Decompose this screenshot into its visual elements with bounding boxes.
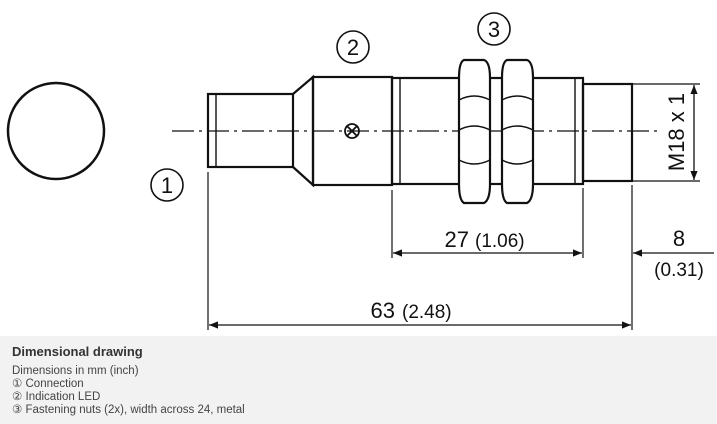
- extension-lines: [207, 83, 700, 330]
- dim-overall-mm: 63: [371, 298, 395, 323]
- caption-item-nuts: ③ Fastening nuts (2x), width across 24, …: [12, 404, 245, 416]
- dim-thread: M18 x 1: [664, 93, 689, 171]
- nut-left: [457, 58, 492, 205]
- caption-units: Dimensions in mm (inch): [12, 365, 139, 377]
- caption-item-led: ② Indication LED: [12, 391, 101, 403]
- dim-nut-mm: 27: [445, 227, 469, 252]
- caption-title: Dimensional drawing: [12, 344, 143, 359]
- indication-led-symbol: [344, 123, 360, 139]
- dimensional-drawing: 1 2 3 63 (2.48) 27 (1.06) 8 (0.31) M18 x…: [6, 12, 714, 330]
- dim-overall-inch: (2.48): [402, 302, 452, 323]
- fastening-nuts: [457, 58, 535, 205]
- sensing-face: [581, 82, 634, 183]
- callout-2: 2: [336, 30, 370, 64]
- front-view-circle: [6, 81, 106, 181]
- callout-3: 3: [477, 12, 511, 46]
- caption-panel: Dimensional drawing Dimensions in mm (in…: [0, 336, 717, 424]
- callout-1: 1: [150, 168, 184, 202]
- dim-end-mm: 8: [673, 226, 685, 251]
- caption-item-connection: ① Connection: [12, 378, 84, 390]
- svg-text:1: 1: [161, 173, 173, 198]
- svg-text:3: 3: [488, 17, 500, 42]
- dim-end-inch: (0.31): [654, 260, 704, 281]
- svg-text:2: 2: [347, 35, 359, 60]
- connector-thread: [206, 92, 295, 169]
- dim-nut-inch: (1.06): [475, 231, 525, 252]
- nut-right: [500, 58, 535, 205]
